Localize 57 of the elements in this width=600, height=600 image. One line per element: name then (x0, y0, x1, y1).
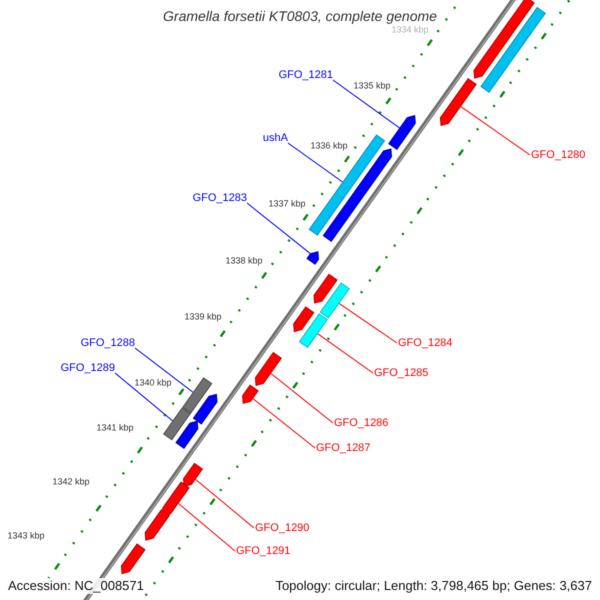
gene-label: GFO_1287 (316, 441, 370, 455)
gene-label: GFO_1284 (398, 336, 452, 350)
leader-line (246, 202, 310, 254)
gene-feature (313, 274, 338, 304)
gene-label: GFO_1288 (80, 336, 135, 350)
leader-line (195, 479, 254, 528)
gene-block (298, 313, 328, 348)
gene-feature (183, 462, 204, 488)
gene-feature (120, 543, 146, 574)
leader-line (460, 106, 530, 156)
gene-feature (293, 306, 314, 332)
gene-label: ushA (262, 131, 288, 145)
gene-feature (162, 481, 190, 516)
gene-label: GFO_1285 (374, 366, 428, 380)
gene-feature (242, 384, 259, 404)
leader-line (288, 142, 343, 182)
gene-label: GFO_1283 (192, 191, 247, 205)
gene-feature (144, 509, 170, 541)
gene-block (320, 282, 350, 319)
gene-feature (192, 394, 218, 425)
gene-feature (388, 114, 416, 150)
gene-label: GFO_1291 (236, 544, 290, 558)
leader-line (178, 503, 236, 552)
leader-line (317, 333, 374, 374)
gene-block (182, 377, 212, 414)
gene-label: GFO_1289 (60, 361, 115, 375)
gene-feature (440, 78, 477, 126)
gene-block (308, 134, 386, 236)
scale-label: 1339 kbp (184, 312, 222, 322)
leader-line (332, 80, 400, 128)
scale-label: 1336 kbp (310, 140, 348, 152)
gene-label: GFO_1281 (278, 68, 333, 82)
scale-label: 1337 kbp (268, 198, 306, 210)
footer-text: Topology: circular; Length: 3,798,465 bp; Genes: 3,637 (275, 578, 592, 594)
scale-label: 1343 kbp (7, 530, 45, 542)
scale-label: 1335 kbp (353, 80, 391, 92)
gene-label: GFO_1286 (334, 416, 388, 430)
gene-feature (306, 251, 319, 265)
leader-line (338, 303, 398, 344)
map-title: Gramella forsetii KT0803, complete genome (163, 8, 437, 24)
leader-line (270, 373, 334, 424)
footer-text: Accession: NC_008571 (8, 578, 144, 594)
gene-feature (474, 0, 535, 79)
leader-line (114, 372, 173, 422)
leader-line (252, 398, 316, 448)
scale-label: 1338 kbp (225, 256, 263, 266)
gene-feature (175, 420, 198, 450)
gene-block (480, 6, 546, 93)
gene-block (163, 407, 191, 440)
scale-label: 1341 kbp (96, 422, 134, 434)
scale-label: 1334 kbp (391, 24, 429, 36)
scale-label: 1340 kbp (134, 378, 172, 388)
gene-feature (254, 352, 282, 386)
leader-line (134, 348, 194, 393)
gene-label: GFO_1280 (531, 148, 586, 162)
scale-label: 1342 kbp (52, 476, 90, 488)
gene-label: GFO_1290 (255, 521, 310, 535)
